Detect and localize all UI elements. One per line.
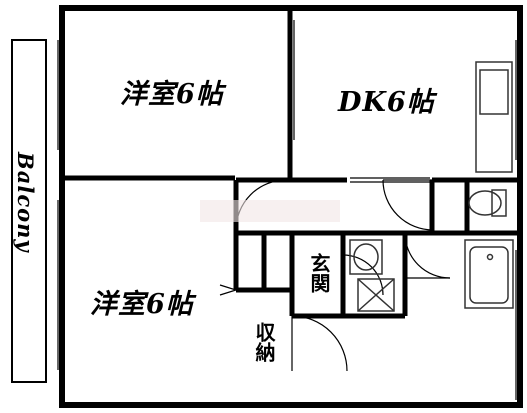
bathtub-fixture — [464, 239, 514, 309]
room-label-western-upper: 洋室6帖 — [120, 79, 224, 110]
balcony-label: Balcony — [13, 152, 38, 253]
balcony-area — [11, 39, 47, 383]
toilet-fixture — [468, 189, 507, 217]
kitchen-counter — [475, 61, 513, 173]
room-label-entrance: 玄関 — [307, 253, 331, 293]
windows — [57, 20, 521, 400]
washer-pan — [357, 278, 395, 312]
wash-basin — [349, 239, 383, 275]
room-label-storage: 収納 — [252, 322, 276, 362]
room-label-western-lower: 洋室6帖 — [90, 289, 194, 320]
room-label-dk: DK6帖 — [338, 87, 435, 118]
watermark-bar — [200, 200, 340, 222]
interior-walls — [62, 8, 520, 319]
